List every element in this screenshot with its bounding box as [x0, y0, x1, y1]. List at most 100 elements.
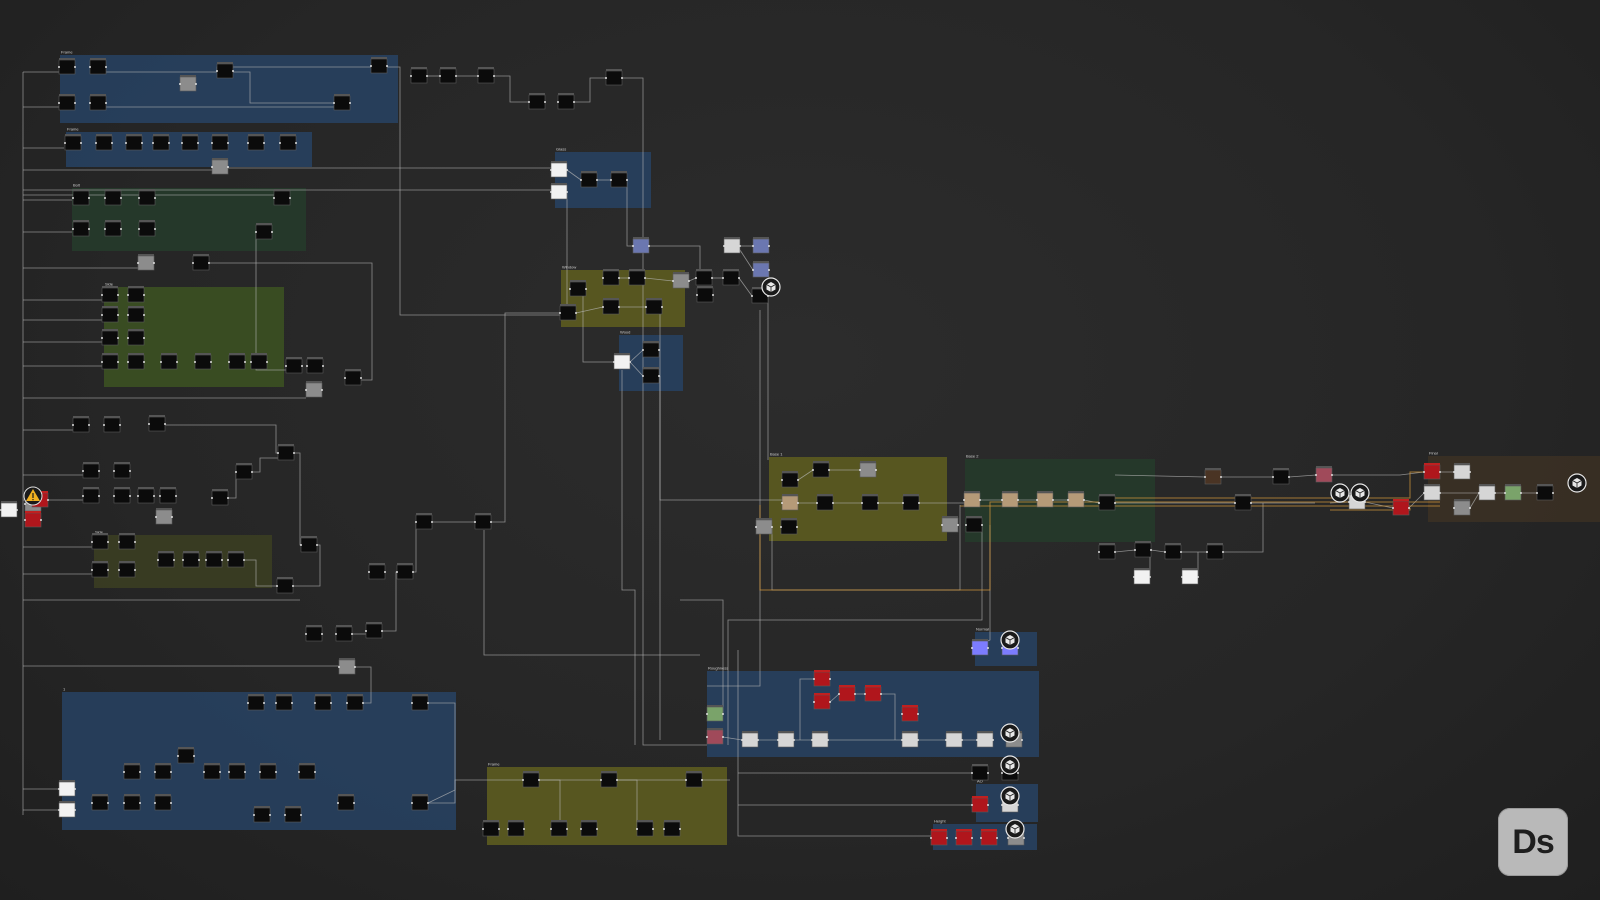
node-thumbnail[interactable]: [365, 623, 383, 639]
node-output-port[interactable]: [738, 277, 740, 279]
node-input-port[interactable]: [1348, 501, 1350, 503]
node-thumbnail[interactable]: [971, 640, 989, 656]
graph-node[interactable]: [1206, 543, 1224, 560]
node-thumbnail[interactable]: [113, 488, 131, 504]
node-input-port[interactable]: [72, 424, 74, 426]
node-thumbnail[interactable]: [1234, 495, 1252, 511]
node-output-port[interactable]: [1017, 804, 1019, 806]
node-thumbnail[interactable]: [89, 59, 107, 75]
node-input-port[interactable]: [971, 772, 973, 774]
node-thumbnail[interactable]: [752, 238, 770, 254]
node-output-port[interactable]: [648, 245, 650, 247]
frame-12[interactable]: Base 2: [965, 454, 1155, 543]
node-input-port[interactable]: [211, 497, 213, 499]
node-input-port[interactable]: [306, 365, 308, 367]
node-input-port[interactable]: [965, 524, 967, 526]
node-input-port[interactable]: [346, 702, 348, 704]
graph-node[interactable]: [177, 747, 195, 764]
node-thumbnail[interactable]: [1098, 544, 1116, 560]
node-thumbnail[interactable]: [179, 76, 197, 92]
node-thumbnail[interactable]: [155, 509, 173, 525]
graph-node[interactable]: [963, 491, 981, 508]
cube-output-icon[interactable]: [1000, 786, 1020, 806]
graph-node[interactable]: [557, 93, 575, 110]
node-input-port[interactable]: [1423, 492, 1425, 494]
graph-node[interactable]: [118, 561, 136, 578]
node-output-port[interactable]: [596, 828, 598, 830]
node-thumbnail[interactable]: [971, 797, 989, 813]
node-wire[interactable]: [622, 77, 644, 300]
node-thumbnail[interactable]: [816, 495, 834, 511]
node-input-port[interactable]: [24, 519, 26, 521]
node-input-port[interactable]: [685, 779, 687, 781]
node-output-port[interactable]: [330, 702, 332, 704]
node-input-port[interactable]: [101, 314, 103, 316]
node-output-port[interactable]: [1494, 492, 1496, 494]
graph-node[interactable]: [0, 501, 18, 518]
node-thumbnail[interactable]: [901, 706, 919, 722]
node-output-port[interactable]: [164, 423, 166, 425]
node-wire[interactable]: [387, 66, 560, 316]
node-input-port[interactable]: [82, 470, 84, 472]
node-input-port[interactable]: [1098, 502, 1100, 504]
node-thumbnail[interactable]: [58, 95, 76, 111]
node-input-port[interactable]: [613, 361, 615, 363]
graph-node[interactable]: [154, 763, 172, 780]
graph-node[interactable]: [103, 416, 121, 433]
node-input-port[interactable]: [137, 262, 139, 264]
node-thumbnail[interactable]: [235, 464, 253, 480]
node-input-port[interactable]: [507, 828, 509, 830]
node-input-port[interactable]: [1001, 647, 1003, 649]
node-input-port[interactable]: [259, 771, 261, 773]
graph-node[interactable]: [569, 280, 587, 297]
node-thumbnail[interactable]: [1478, 485, 1496, 501]
node-wire[interactable]: [244, 559, 277, 587]
graph-node[interactable]: [781, 494, 799, 511]
node-thumbnail[interactable]: [344, 370, 362, 386]
node-thumbnail[interactable]: [64, 135, 82, 151]
graph-node[interactable]: [1478, 484, 1496, 501]
graph-node[interactable]: [279, 134, 297, 151]
node-input-port[interactable]: [205, 559, 207, 561]
node-wire[interactable]: [382, 571, 397, 632]
node-output-port[interactable]: [143, 361, 145, 363]
node-input-port[interactable]: [1504, 492, 1506, 494]
graph-node[interactable]: [58, 780, 76, 797]
node-output-port[interactable]: [832, 502, 834, 504]
graph-node[interactable]: [179, 75, 197, 92]
node-thumbnail[interactable]: [247, 135, 265, 151]
node-input-port[interactable]: [971, 804, 973, 806]
node-input-port[interactable]: [864, 693, 866, 695]
graph-node[interactable]: [1164, 543, 1182, 560]
graph-node[interactable]: [89, 94, 107, 111]
node-input-port[interactable]: [203, 771, 205, 773]
node-thumbnail[interactable]: [859, 462, 877, 478]
node-output-port[interactable]: [1250, 502, 1252, 504]
node-output-port[interactable]: [170, 802, 172, 804]
node-thumbnail[interactable]: [82, 463, 100, 479]
graph-node[interactable]: [859, 461, 877, 478]
cube-output-icon[interactable]: [1330, 483, 1350, 503]
node-thumbnail[interactable]: [253, 807, 271, 823]
node-thumbnail[interactable]: [346, 695, 364, 711]
node-thumbnail[interactable]: [1181, 569, 1199, 585]
node-output-port[interactable]: [455, 75, 457, 77]
node-input-port[interactable]: [945, 739, 947, 741]
node-thumbnail[interactable]: [227, 552, 245, 568]
node-output-port[interactable]: [219, 771, 221, 773]
graph-node[interactable]: [477, 67, 495, 84]
node-thumbnail[interactable]: [298, 764, 316, 780]
node-output-port[interactable]: [498, 828, 500, 830]
node-thumbnail[interactable]: [945, 732, 963, 748]
node-input-port[interactable]: [148, 423, 150, 425]
graph-node[interactable]: [580, 820, 598, 837]
node-input-port[interactable]: [154, 771, 156, 773]
graph-node[interactable]: [228, 353, 246, 370]
node-thumbnail[interactable]: [211, 490, 229, 506]
graph-node[interactable]: [101, 306, 119, 323]
node-wire[interactable]: [483, 530, 700, 656]
node-wire[interactable]: [707, 310, 761, 687]
node-output-port[interactable]: [74, 809, 76, 811]
graph-node[interactable]: [838, 685, 856, 702]
node-input-port[interactable]: [901, 739, 903, 741]
